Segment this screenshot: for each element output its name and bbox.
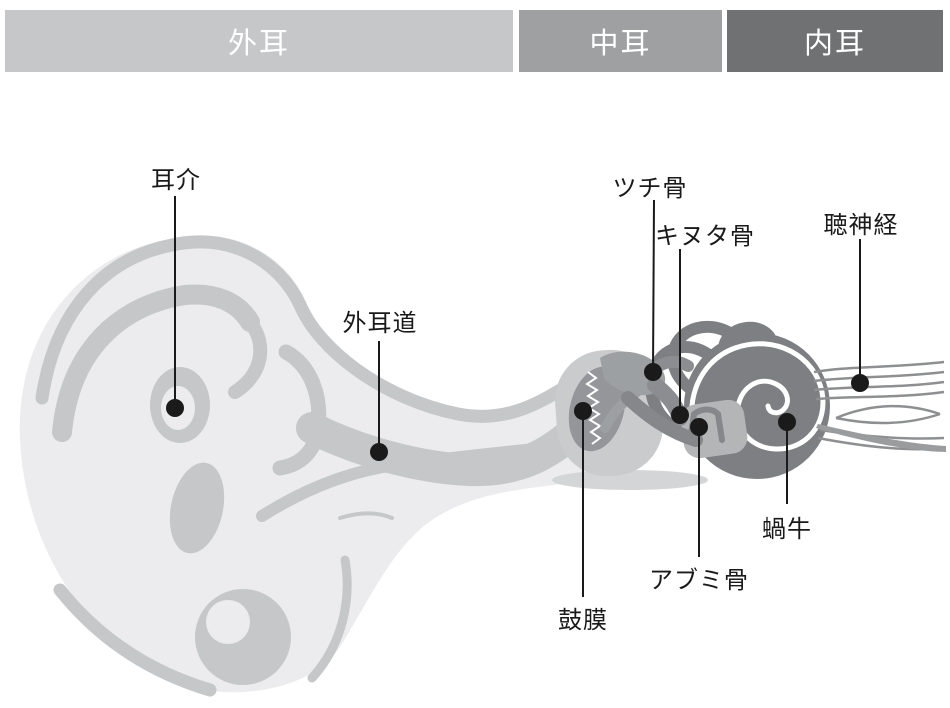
label-dot [778, 413, 796, 431]
region-label-inner-ear: 内耳 [803, 28, 866, 60]
region-bar-outer-ear: 外耳 [5, 10, 513, 72]
tragus-blob [169, 462, 225, 554]
label-eardrum: 鼓膜 [558, 607, 608, 634]
label-malleus: ツチ骨 [612, 175, 688, 202]
region-label-outer-ear: 外耳 [227, 28, 290, 60]
canal-lower-edge [256, 442, 551, 522]
lobe-crescent [307, 555, 352, 683]
cochlea-spiral [689, 341, 826, 452]
middle-ear-shadow [552, 470, 708, 490]
label-line [652, 199, 655, 373]
region-label-middle-ear: 中耳 [589, 28, 652, 60]
helix-rim-shape [35, 235, 639, 423]
annotation-dots [166, 363, 869, 461]
lobe-crease [338, 511, 394, 520]
label-dot [671, 406, 689, 424]
region-bar-inner-ear: 内耳 [727, 10, 943, 72]
inner-helix-fold [52, 284, 260, 442]
annotation-lines [174, 196, 861, 597]
label-auditory-nerve: 聴神経 [823, 212, 899, 239]
label-stapes: アブミ骨 [649, 567, 749, 594]
label-incus: キヌタ骨 [655, 223, 755, 250]
auditory-nerve-bundle [816, 424, 946, 452]
label-cochlea: 蝸牛 [762, 516, 812, 543]
label-dot [644, 363, 662, 381]
label-ear-canal: 外耳道 [342, 310, 418, 337]
lobe-blob-hole [206, 600, 250, 644]
auditory-nerve-fibres [813, 360, 945, 451]
label-auricle: 耳介 [151, 167, 201, 194]
antihelix-curl [228, 315, 268, 399]
label-dot [574, 402, 592, 420]
label-dot [166, 399, 184, 417]
lobe-left-rim [53, 583, 217, 697]
pinna-shape [19, 235, 650, 693]
region-bar-middle-ear: 中耳 [519, 10, 722, 72]
ossicle-ligament [621, 391, 703, 447]
label-dot [370, 443, 388, 461]
label-dot [690, 418, 708, 436]
label-dot [851, 374, 869, 392]
